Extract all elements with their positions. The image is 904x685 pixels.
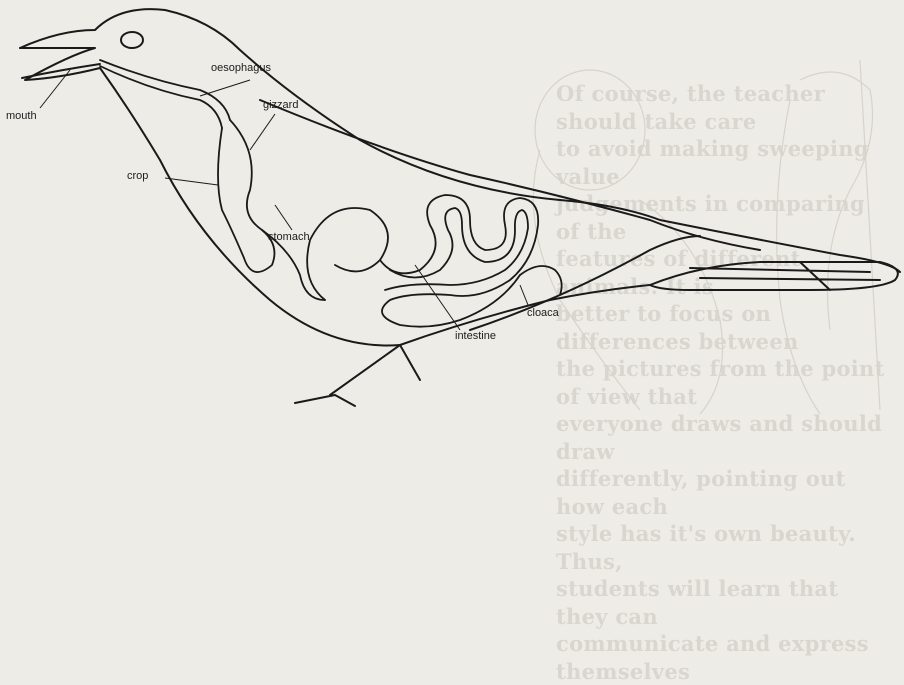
leader-gizzard xyxy=(250,114,275,150)
legs xyxy=(295,345,420,406)
crop xyxy=(218,120,274,272)
label-crop: crop xyxy=(127,170,148,182)
leader-stomach xyxy=(275,205,292,230)
label-intestine: intestine xyxy=(455,330,496,342)
label-oesophagus: oesophagus xyxy=(211,62,271,74)
tail xyxy=(650,262,898,290)
leader-cloaca xyxy=(520,285,528,305)
bird-outline xyxy=(20,9,900,272)
leader-mouth xyxy=(40,70,70,108)
label-mouth: mouth xyxy=(6,110,37,122)
label-cloaca: cloaca xyxy=(527,307,559,319)
bird-digestive-diagram xyxy=(0,0,904,414)
label-stomach: stomach xyxy=(268,231,310,243)
belly-outline xyxy=(100,68,400,345)
gizzard xyxy=(307,208,388,300)
bleed-through-figures xyxy=(533,60,880,414)
eye-icon xyxy=(121,32,143,48)
label-gizzard: gizzard xyxy=(263,99,298,111)
leader-oesophagus xyxy=(200,80,250,96)
diagram-canvas: Of course, the teacher should take care … xyxy=(0,0,904,414)
leader-intestine xyxy=(415,265,460,330)
